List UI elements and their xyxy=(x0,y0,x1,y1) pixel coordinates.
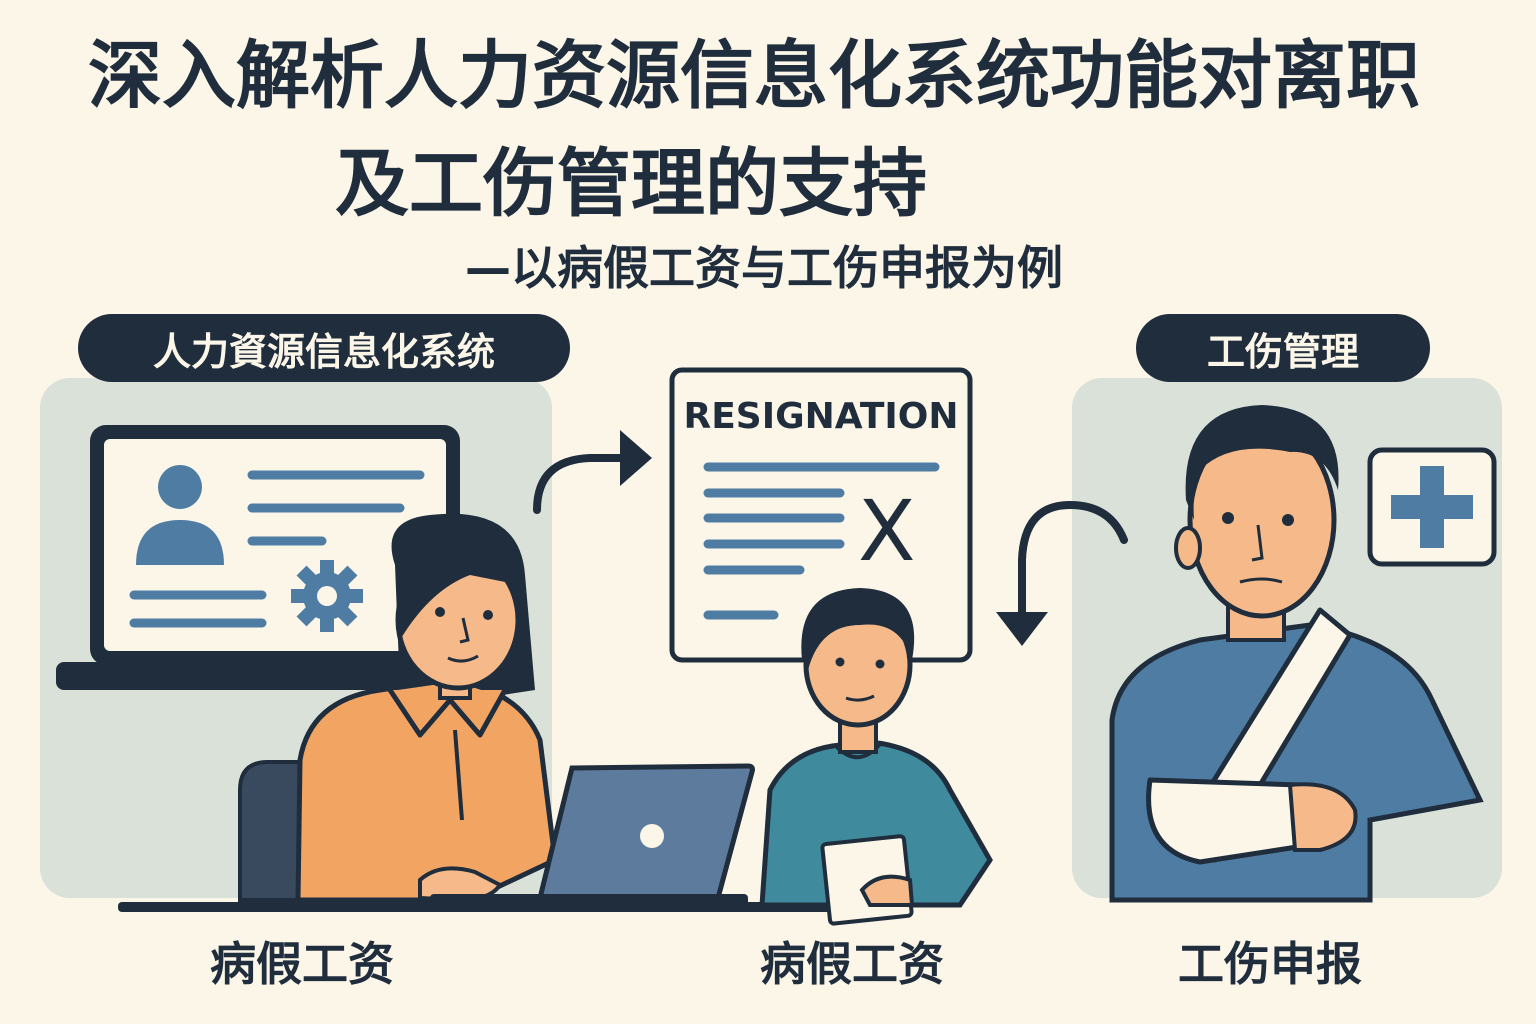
subtitle: —以病假工资与工伤申报为例 xyxy=(465,241,1063,295)
injury-management-label: 工伤管理 xyxy=(1136,314,1430,382)
employee-boy-figure xyxy=(759,588,993,926)
profile-text-lines xyxy=(129,470,425,628)
caption-left: 病假工资 xyxy=(210,937,394,991)
gear-icon xyxy=(291,560,363,632)
arrow-right-icon xyxy=(533,454,629,514)
plus-icon xyxy=(1367,447,1497,567)
resignation-x-mark: X xyxy=(858,482,916,580)
hr-system-label: 人力資源信息化系统 xyxy=(78,314,570,382)
chair xyxy=(238,760,313,902)
user-profile-icon xyxy=(136,465,224,565)
caption-middle: 病假工资 xyxy=(760,937,944,991)
title-line-2: 及工伤管理的支持 xyxy=(335,141,927,227)
caption-right: 工伤申报 xyxy=(1178,937,1362,991)
resignation-heading: RESIGNATION xyxy=(683,396,959,437)
desk xyxy=(118,902,908,912)
arrow-down-icon xyxy=(1018,500,1128,619)
woman-hr-figure xyxy=(295,513,558,903)
title-line-1: 深入解析人力资源信息化系统功能对离职 xyxy=(88,33,1420,119)
laptop-icon xyxy=(430,763,755,906)
injured-man-figure xyxy=(1109,405,1484,903)
